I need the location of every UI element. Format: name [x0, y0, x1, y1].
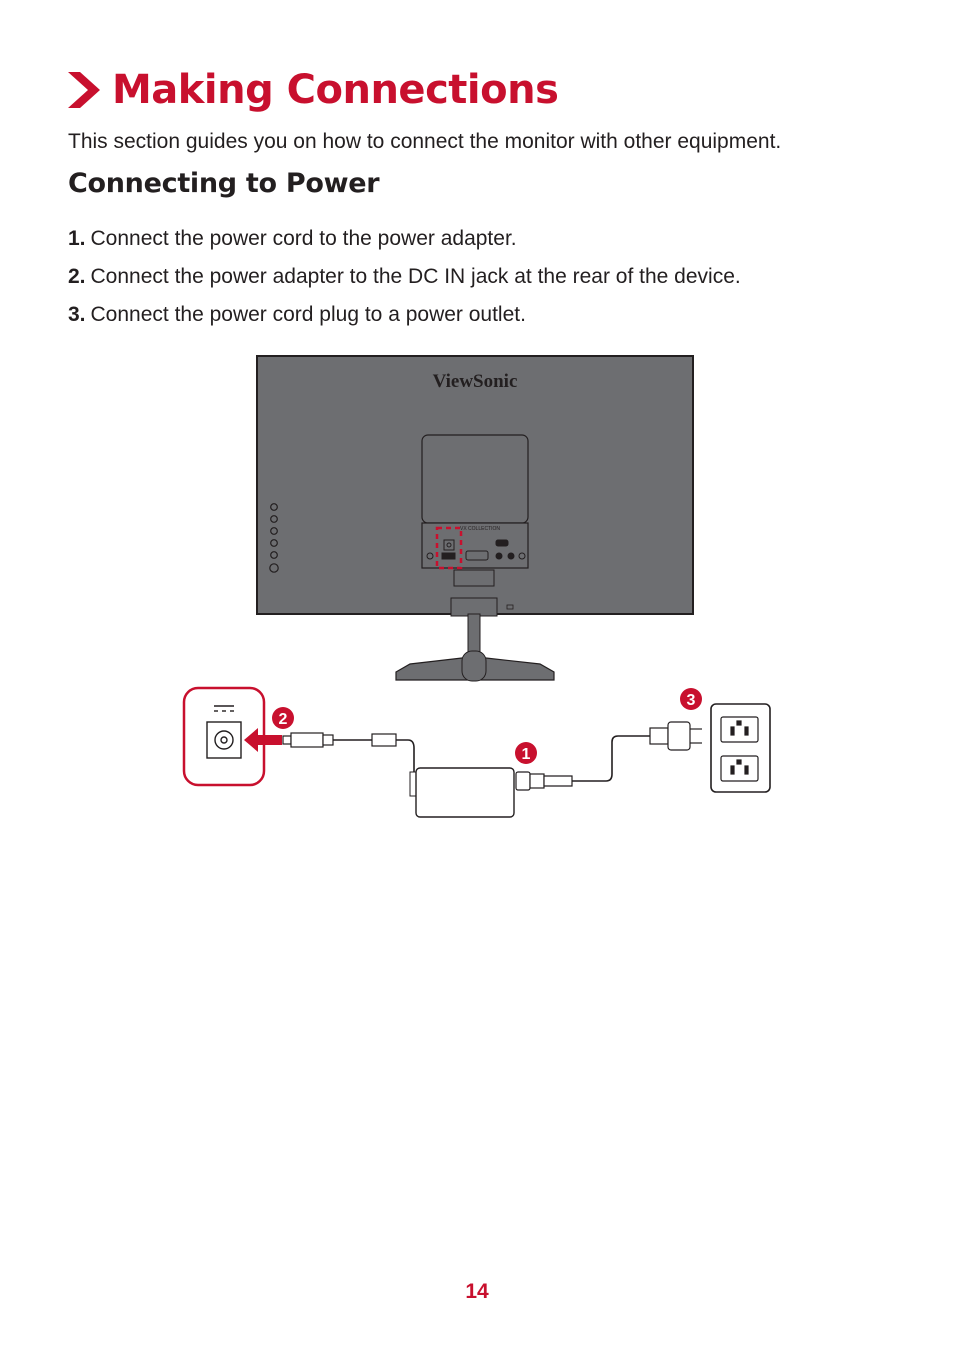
dc-in-highlight: [435, 526, 463, 570]
arrow-left-icon: [244, 728, 282, 752]
step-number: 3.: [68, 303, 86, 326]
step-item: 3.Connect the power cord plug to a power…: [68, 296, 741, 334]
monitor-stand: [395, 569, 555, 682]
brand-logo: ViewSonic: [433, 371, 518, 392]
monitor-rear: ViewSonic VX COLLECTION: [256, 355, 694, 682]
steps-list: 1.Connect the power cord to the power ad…: [68, 220, 741, 334]
step-item: 1.Connect the power cord to the power ad…: [68, 220, 741, 258]
page-number: 14: [465, 1280, 489, 1303]
collection-label: VX COLLECTION: [460, 526, 500, 532]
step-text: Connect the power adapter to the DC IN j…: [90, 265, 741, 288]
power-adapter: [409, 767, 515, 818]
dc-in-icon: [206, 705, 242, 759]
svg-text:3: 3: [687, 692, 696, 709]
step-text: Connect the power cord to the power adap…: [90, 227, 517, 250]
ac-cord: [515, 721, 702, 791]
control-buttons: [269, 503, 279, 573]
intro-text: This section guides you on how to connec…: [68, 130, 782, 153]
power-outlet-icon: [710, 703, 771, 793]
section-heading: Connecting to Power: [68, 168, 380, 199]
page-title: Making Connections: [66, 62, 559, 118]
callout-1: 1: [515, 742, 537, 764]
callout-2: 2: [272, 707, 294, 729]
connection-illustration: ViewSonic VX COLLECTION: [182, 355, 771, 818]
svg-text:2: 2: [279, 711, 288, 728]
dc-in-closeup: [182, 686, 266, 787]
callout-3: 3: [680, 688, 702, 710]
svg-text:1: 1: [522, 746, 531, 763]
step-number: 2.: [68, 265, 86, 288]
step-number: 1.: [68, 227, 86, 250]
title-text: Making Connections: [112, 67, 559, 113]
step-item: 2.Connect the power adapter to the DC IN…: [68, 258, 741, 296]
adapter-cable: [282, 732, 415, 772]
step-text: Connect the power cord plug to a power o…: [90, 303, 526, 326]
chevron-right-icon: [68, 72, 100, 108]
io-ports: [426, 539, 526, 561]
